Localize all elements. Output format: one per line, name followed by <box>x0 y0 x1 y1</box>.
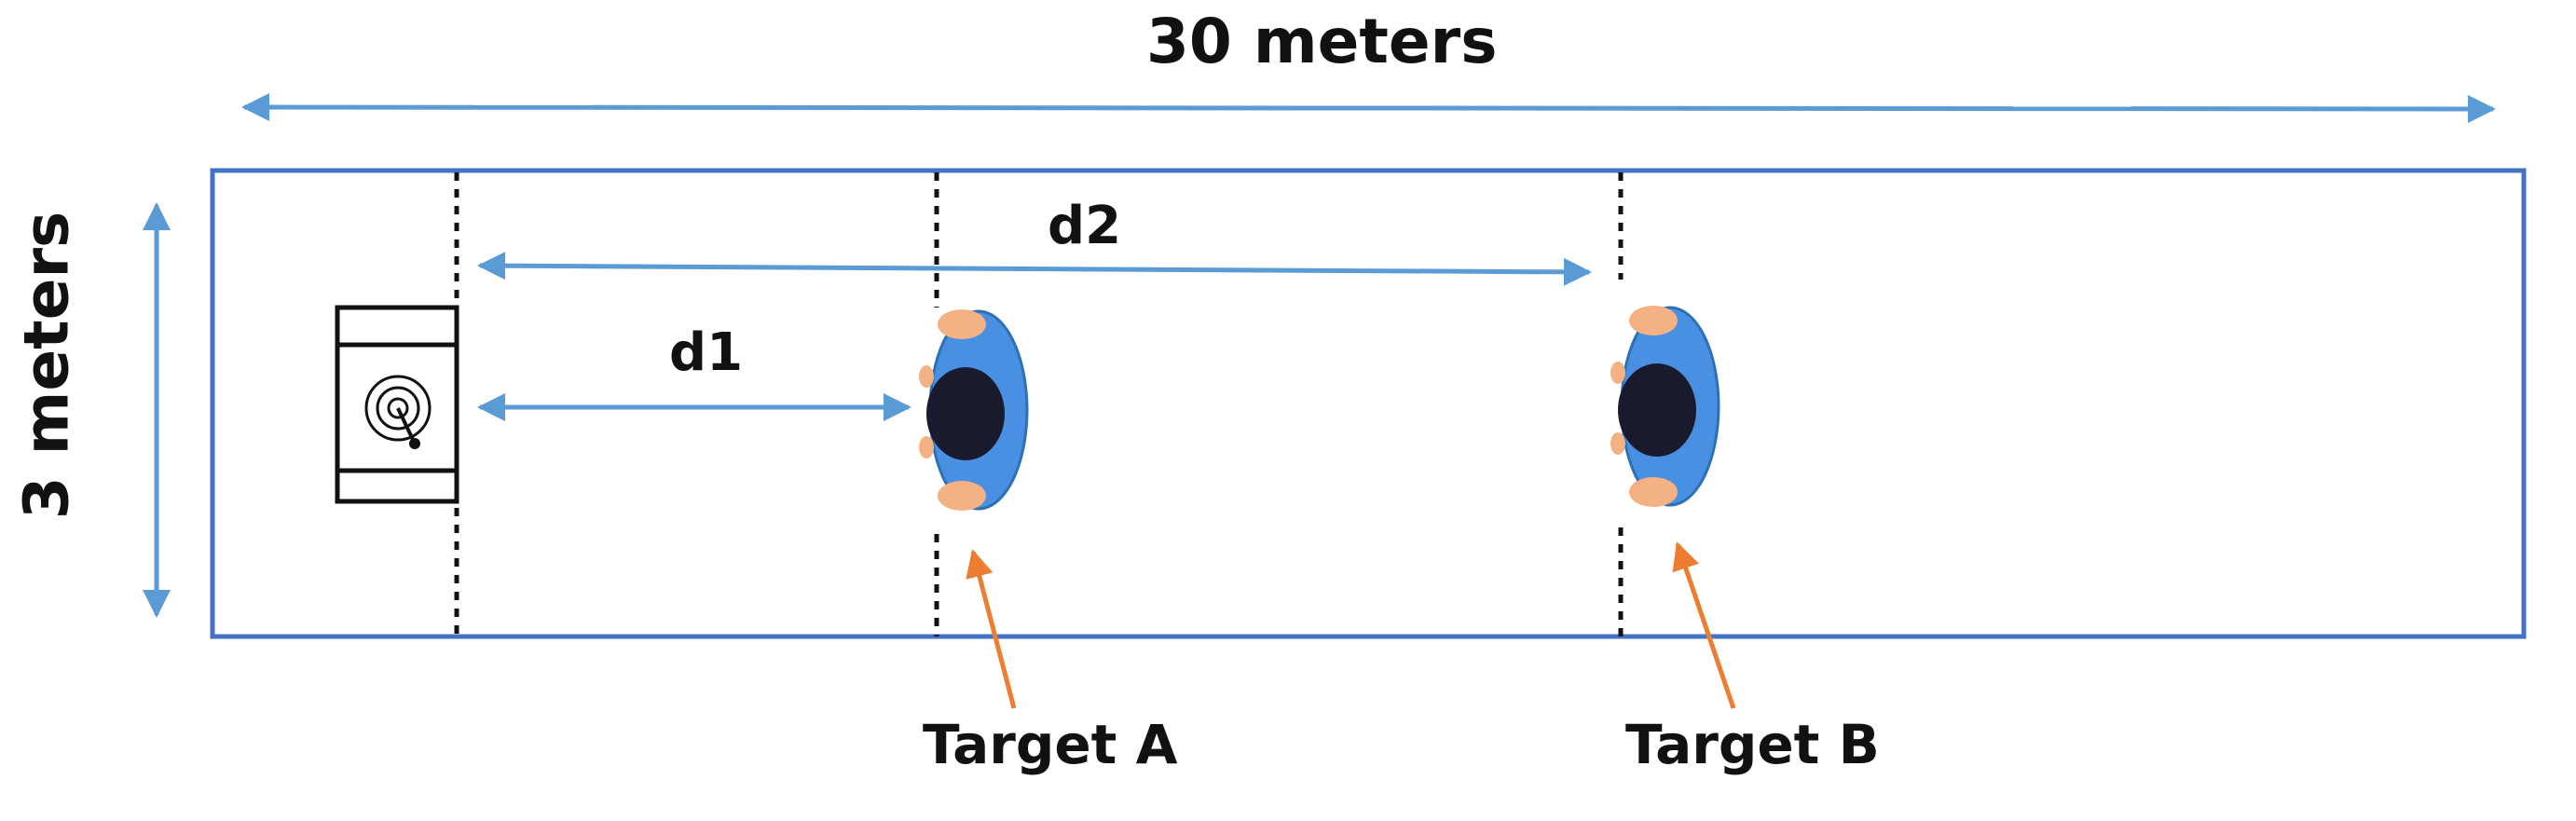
width-label: 30 meters <box>1146 6 1498 77</box>
target-b-pointer-arrow <box>1672 541 1736 709</box>
d2-dimension-arrow <box>477 252 1592 286</box>
height-label: 3 meters <box>10 211 83 520</box>
target-a-pointer-arrow <box>966 549 1017 709</box>
target-b-label: Target B <box>1625 713 1880 776</box>
target-b-person-icon <box>1610 306 1720 507</box>
radar-sensor-icon <box>335 305 459 504</box>
d2-label: d2 <box>1048 196 1122 256</box>
room-outline <box>210 168 2527 639</box>
width-dimension-arrow <box>241 93 2496 123</box>
target-a-label: Target A <box>923 713 1178 776</box>
d1-label: d1 <box>669 322 744 383</box>
target-a-person-icon <box>919 309 1029 511</box>
